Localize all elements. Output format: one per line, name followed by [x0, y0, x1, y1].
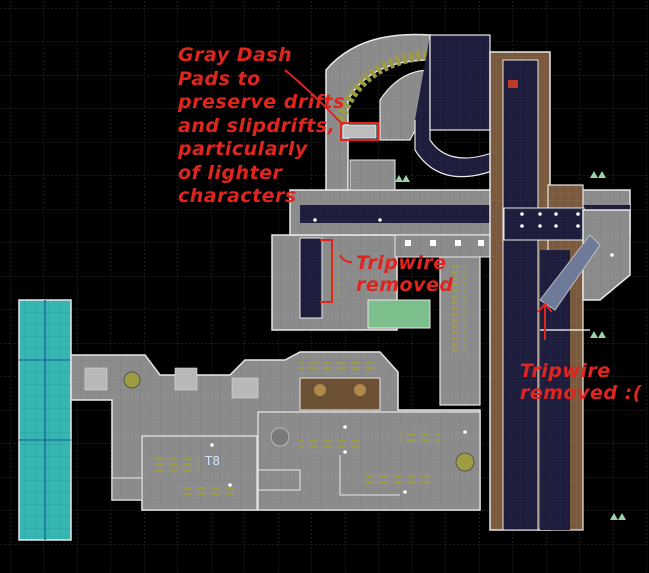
water-area	[18, 299, 72, 541]
right-ramps	[539, 209, 631, 331]
upper-left-rooms	[271, 234, 481, 406]
annotation-tripwire-left: Tripwire removed	[356, 252, 454, 296]
lower-complex	[70, 351, 481, 511]
annotation-dash-pads: Gray Dash Pads to preserve drifts and sl…	[178, 44, 345, 207]
markers	[210, 212, 614, 494]
annotation-marks	[284, 69, 553, 340]
annotation-tripwire-right: Tripwire removed :(	[520, 360, 642, 404]
brown-rail	[489, 51, 585, 531]
spawn-markers	[395, 171, 626, 520]
area-label-t8: T8	[205, 454, 220, 468]
